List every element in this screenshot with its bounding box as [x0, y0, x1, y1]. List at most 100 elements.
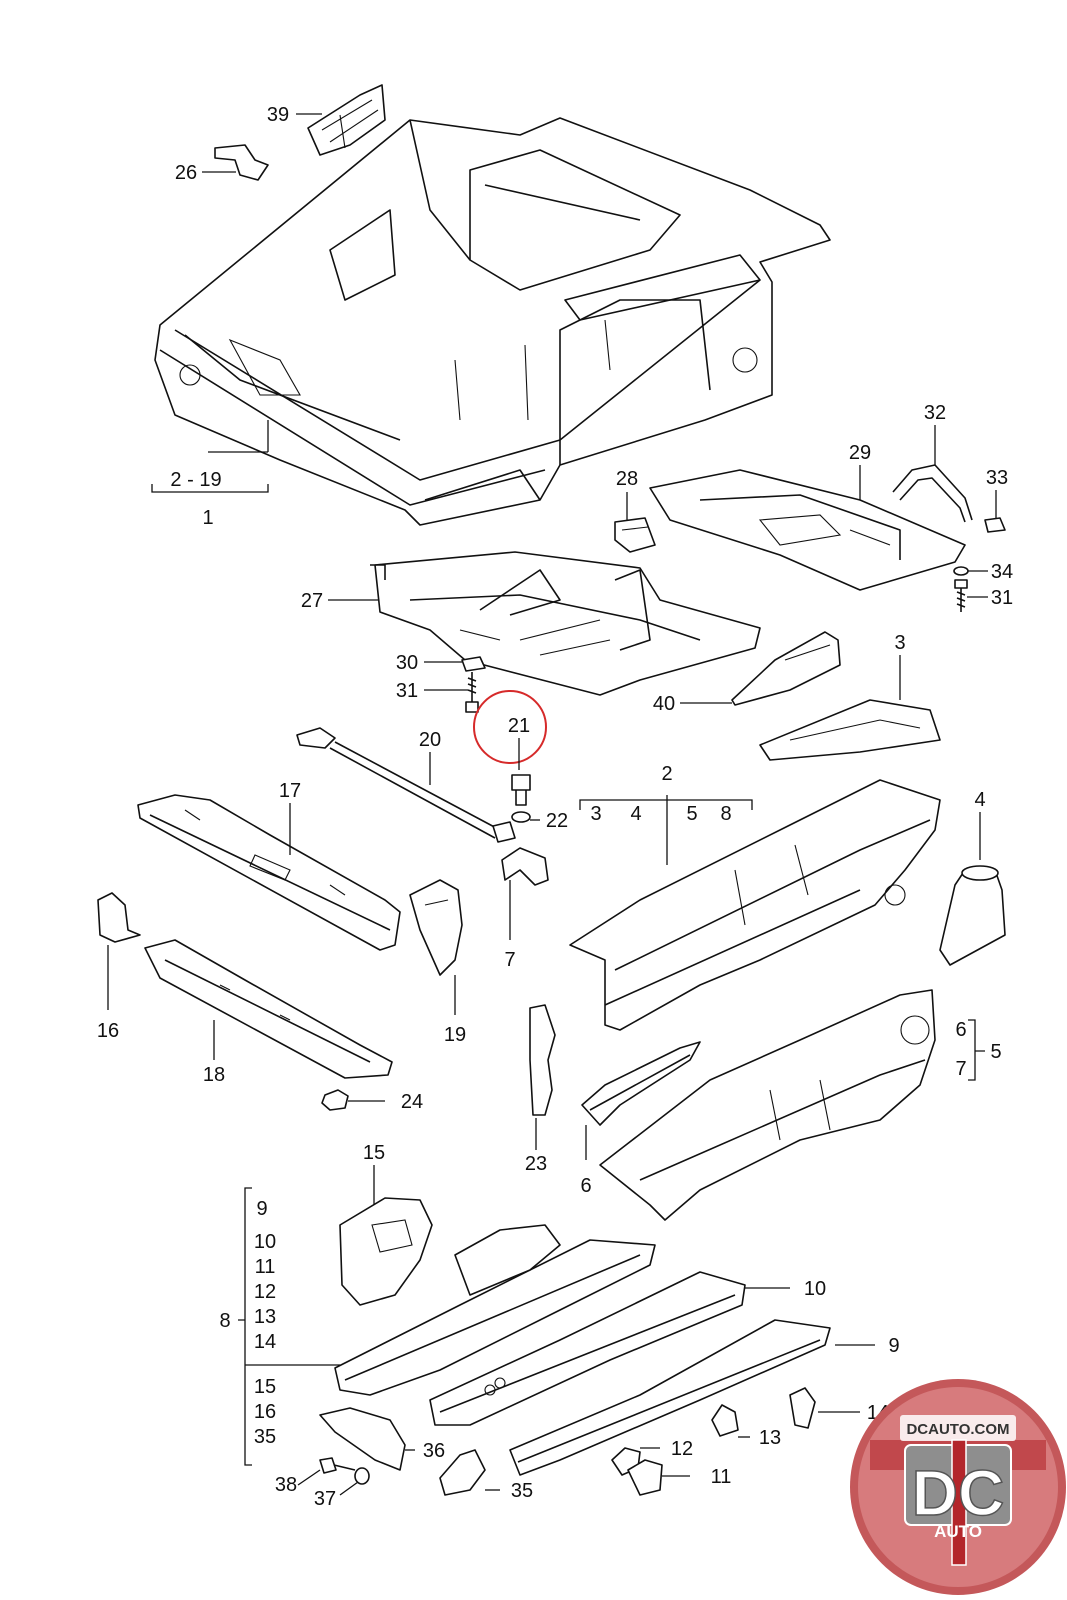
callout-31-left: 31	[396, 680, 418, 702]
front-body-assembly[interactable]	[154, 117, 831, 526]
callout-38: 38	[275, 1474, 297, 1496]
callout-22: 22	[546, 810, 568, 832]
part-21[interactable]	[511, 774, 531, 806]
callout-2: 2	[661, 763, 672, 785]
part-20[interactable]	[296, 727, 516, 843]
list-15: 15	[254, 1376, 276, 1398]
part-3[interactable]	[759, 699, 941, 761]
part-27[interactable]	[370, 551, 761, 696]
part-16[interactable]	[97, 892, 141, 943]
callout-7-top: 7	[504, 949, 515, 971]
callout-26: 26	[175, 162, 197, 184]
list-11: 11	[255, 1256, 276, 1278]
callout-37: 37	[314, 1488, 336, 1510]
list-14: 14	[254, 1331, 276, 1353]
part-36[interactable]	[319, 1407, 406, 1471]
part-10[interactable]	[429, 1271, 746, 1426]
callout-39: 39	[267, 104, 289, 126]
callout-6-group: 6	[955, 1019, 966, 1041]
part-6[interactable]	[581, 1041, 701, 1126]
part-38[interactable]	[319, 1457, 356, 1474]
callout-31-right: 31	[991, 587, 1013, 609]
callout-36: 36	[423, 1440, 445, 1462]
part-13[interactable]	[711, 1404, 739, 1437]
callout-17: 17	[279, 780, 301, 802]
part-15[interactable]	[339, 1197, 433, 1306]
part-17[interactable]	[137, 794, 401, 951]
callout-23: 23	[525, 1153, 547, 1175]
callout-19: 19	[444, 1024, 466, 1046]
callout-28: 28	[616, 468, 638, 490]
part-39[interactable]	[307, 84, 386, 156]
part-19[interactable]	[409, 879, 463, 976]
callout-5: 5	[990, 1041, 1001, 1063]
callout-16: 16	[97, 1020, 119, 1042]
list-10: 10	[254, 1231, 276, 1253]
callout-29: 29	[849, 442, 871, 464]
part-11[interactable]	[627, 1459, 663, 1496]
part-22[interactable]	[511, 811, 531, 823]
part-4[interactable]	[939, 865, 1006, 966]
callout-10: 10	[804, 1278, 826, 1300]
logo-word: AUTO	[934, 1522, 982, 1541]
part-33[interactable]	[984, 517, 1006, 533]
callout-21: 21	[508, 715, 530, 737]
part-35[interactable]	[439, 1449, 486, 1496]
callout-3-group: 3	[590, 803, 601, 825]
callout-34: 34	[991, 561, 1013, 583]
list-12: 12	[254, 1281, 276, 1303]
part-5[interactable]	[599, 989, 936, 1221]
part-29[interactable]	[649, 469, 966, 591]
callout-32: 32	[924, 402, 946, 424]
callout-13: 13	[759, 1427, 781, 1449]
dcauto-logo: DCAUTO.COM DC AUTO	[850, 1379, 1066, 1595]
callout-18: 18	[203, 1064, 225, 1086]
part-9[interactable]	[509, 1319, 831, 1476]
callout-20: 20	[419, 729, 441, 751]
callout-9: 9	[888, 1335, 899, 1357]
part-14[interactable]	[789, 1387, 816, 1429]
part-40[interactable]	[731, 631, 841, 706]
part-26[interactable]	[214, 144, 269, 181]
part-32[interactable]	[892, 464, 973, 523]
list-35: 35	[254, 1426, 276, 1448]
list-9: 9	[256, 1198, 267, 1220]
callout-5-group: 5	[686, 803, 697, 825]
callout-8-group: 8	[720, 803, 731, 825]
part-18[interactable]	[144, 939, 393, 1079]
callout-4-group: 4	[630, 803, 641, 825]
callout-3: 3	[894, 632, 905, 654]
callout-7-group: 7	[955, 1058, 966, 1080]
list-16: 16	[254, 1401, 276, 1423]
highlight-circle	[473, 690, 547, 764]
callout-24: 24	[401, 1091, 423, 1113]
part-23[interactable]	[529, 1004, 556, 1116]
part-31-left[interactable]	[465, 672, 479, 713]
list-13: 13	[254, 1306, 276, 1328]
callout-6: 6	[580, 1175, 591, 1197]
callout-12: 12	[671, 1438, 693, 1460]
part-31-right[interactable]	[954, 579, 968, 612]
callout-40: 40	[653, 693, 675, 715]
part-28[interactable]	[614, 517, 656, 553]
callout-8: 8	[219, 1310, 230, 1332]
part-30[interactable]	[461, 656, 486, 672]
callout-33: 33	[986, 467, 1008, 489]
part-2[interactable]	[569, 779, 941, 1031]
part-24[interactable]	[321, 1089, 349, 1111]
callout-35: 35	[511, 1480, 533, 1502]
callout-2-19: 2 - 19	[170, 469, 221, 491]
callout-27: 27	[301, 590, 323, 612]
logo-url-text: DCAUTO.COM	[906, 1421, 1009, 1438]
part-37[interactable]	[354, 1467, 370, 1485]
part-7[interactable]	[501, 847, 549, 886]
part-34[interactable]	[953, 566, 969, 576]
callout-15: 15	[363, 1142, 385, 1164]
callout-4: 4	[974, 789, 985, 811]
callout-1: 1	[202, 507, 213, 529]
logo-mark: DC	[912, 1457, 1004, 1529]
callout-11: 11	[711, 1466, 732, 1488]
callout-30: 30	[396, 652, 418, 674]
part-8[interactable]	[334, 1224, 656, 1396]
